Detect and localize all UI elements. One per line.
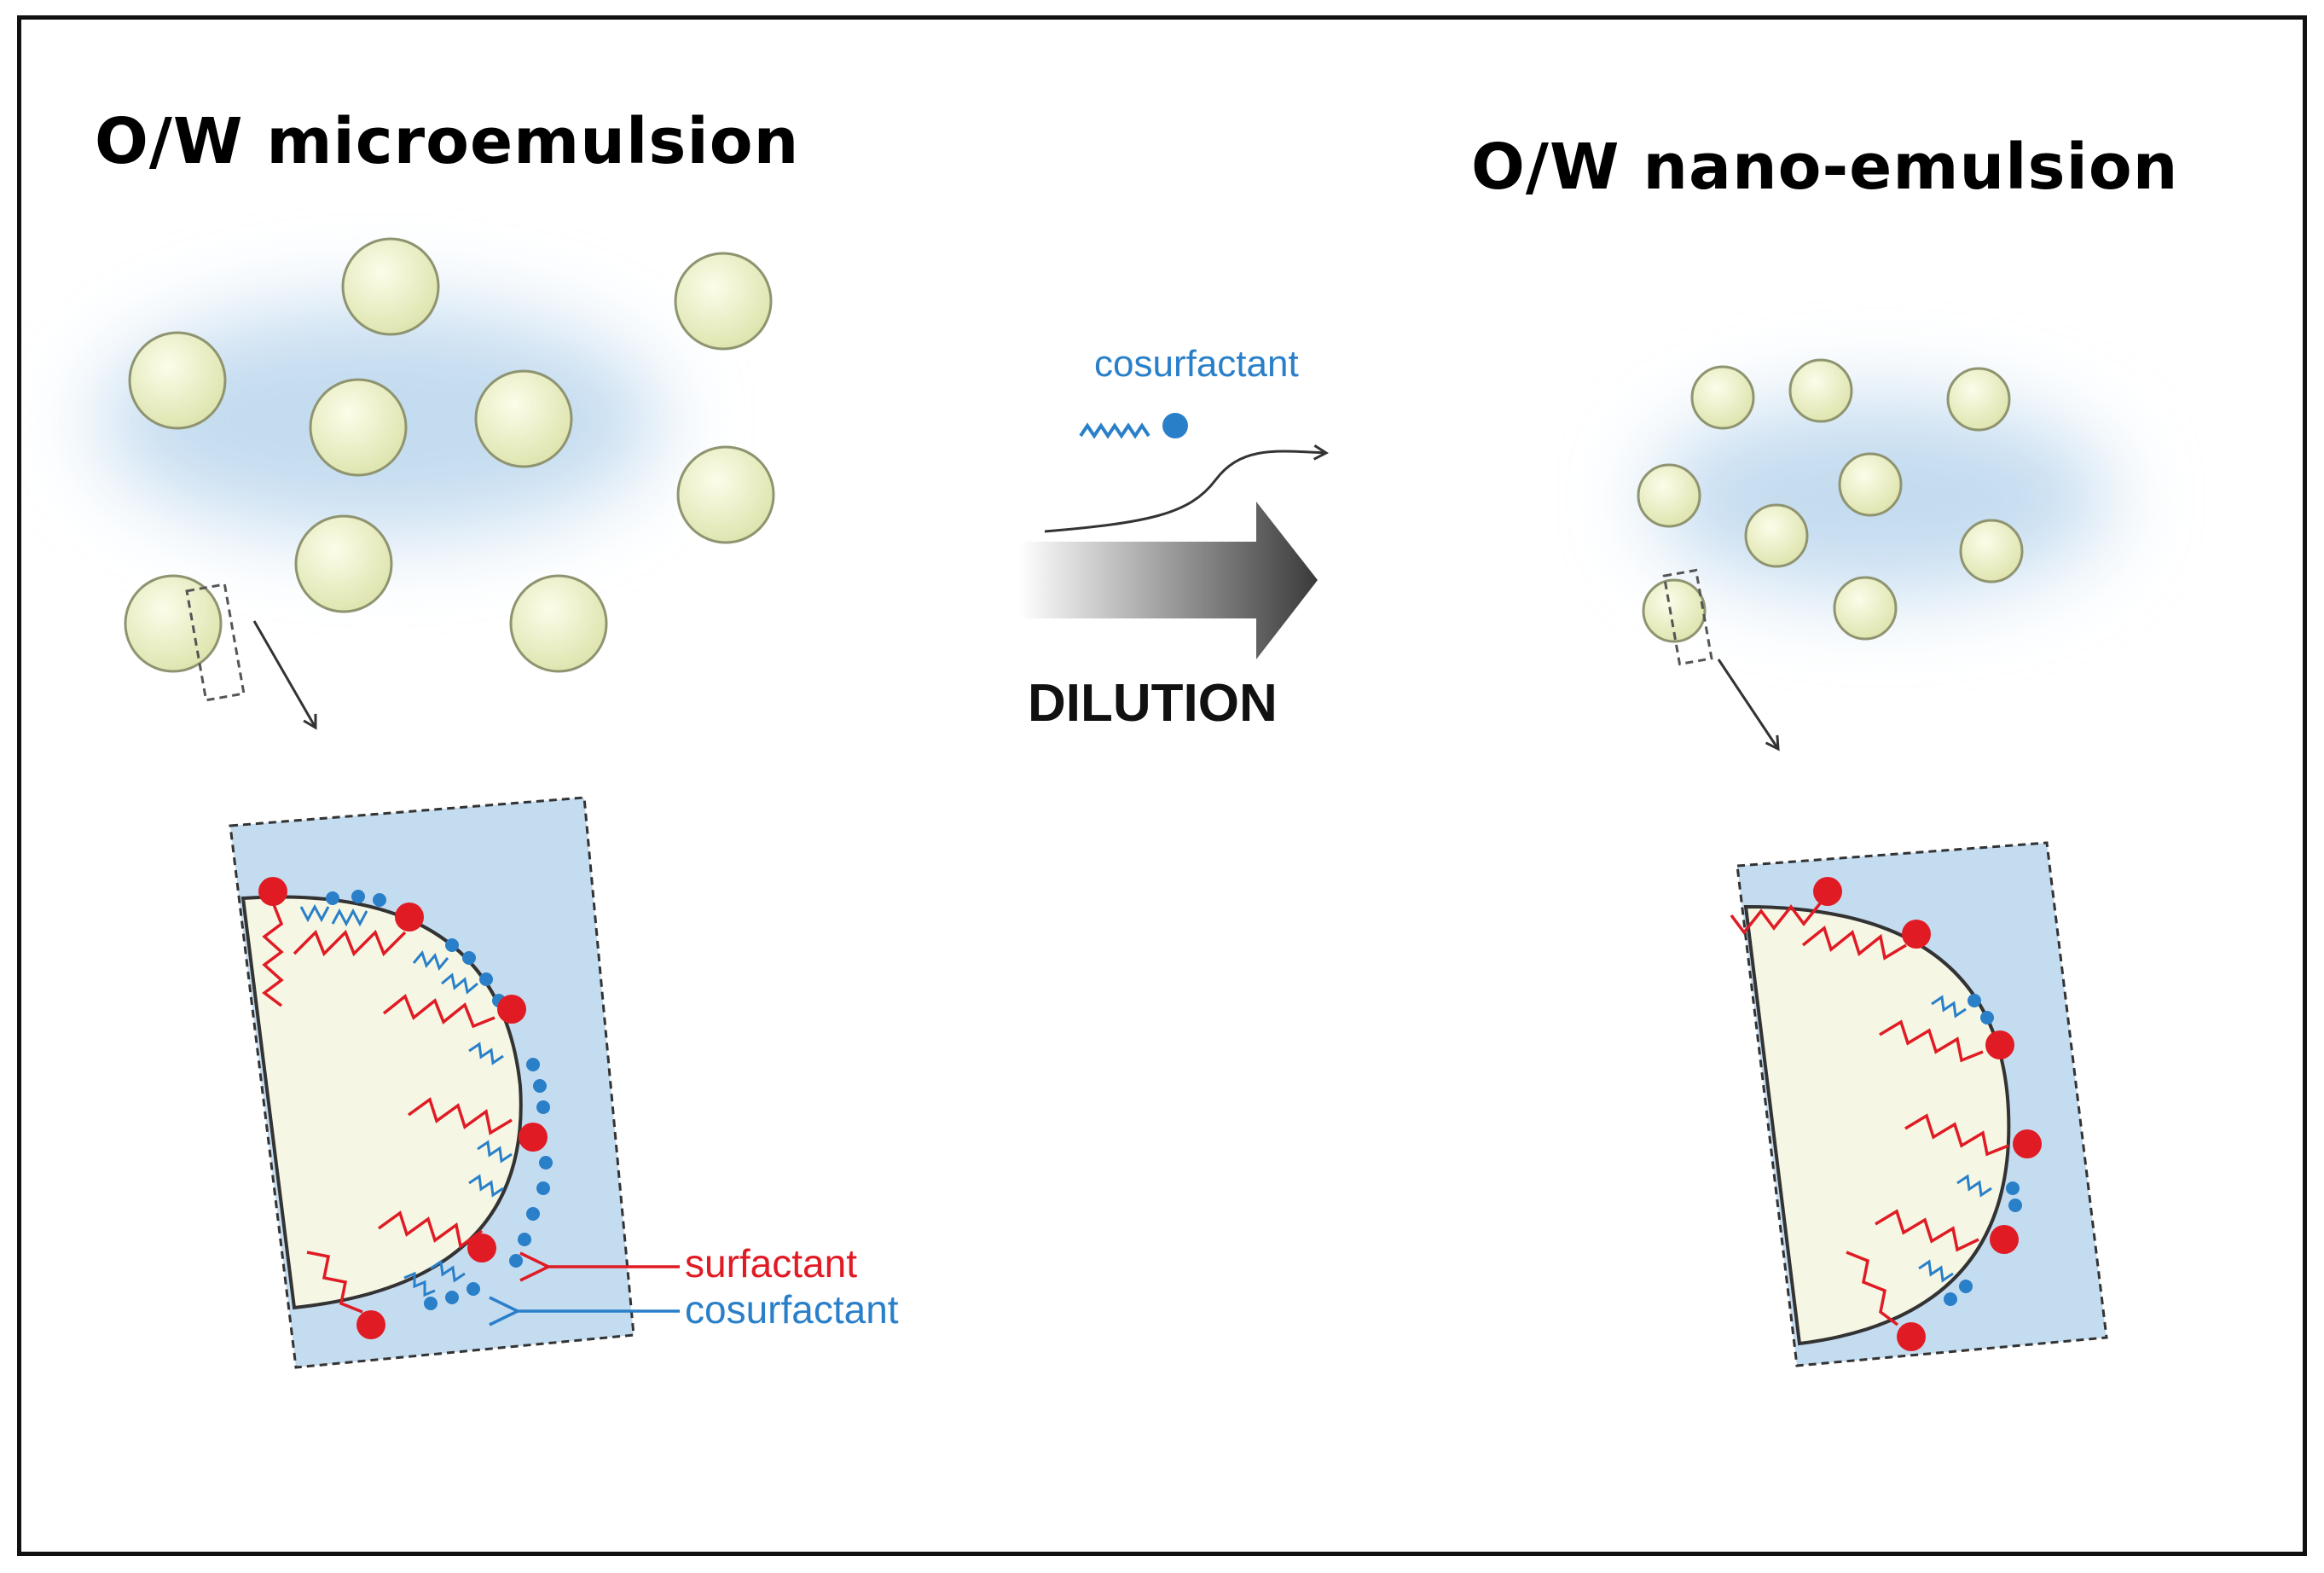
oil-droplet [674, 252, 773, 351]
oil-droplet [294, 514, 393, 613]
oil-droplet [1744, 503, 1809, 568]
oil-droplet [124, 574, 223, 673]
cosurfactant-heads [1944, 994, 2022, 1306]
oil-droplet [1637, 463, 1701, 528]
microemulsion-droplets [98, 237, 775, 730]
surfactant-tails [1730, 901, 2009, 1326]
cosurfactant-molecule-head [1162, 413, 1188, 438]
figure-frame: O/W microemulsion O/W nano-emulsion [17, 15, 2307, 1556]
oil-droplet [1788, 358, 1853, 423]
microemulsion-title: O/W microemulsion [95, 105, 800, 178]
surfactant-legend-label: surfactant [685, 1241, 857, 1286]
surfactant-heads [258, 877, 548, 1339]
dilution-label: DILUTION [1028, 674, 1278, 733]
zoom-arrow [252, 620, 317, 730]
release-arrow [1044, 444, 1330, 533]
oil-droplet [341, 237, 440, 336]
oil-core [241, 895, 523, 1310]
nano-emulsion-title: O/W nano-emulsion [1471, 131, 2179, 204]
oil-droplet [1690, 365, 1755, 430]
oil-droplet [1642, 578, 1707, 643]
dilution-arrow [1019, 502, 1318, 659]
zoom-box-small [1662, 568, 1713, 666]
zoom-arrow [1717, 659, 1780, 752]
microemulsion-interface-zoom: surfactant cosurfactant [229, 796, 899, 1369]
oil-droplet [1946, 367, 2011, 432]
released-cosurfactant-label: cosurfactant [1094, 343, 1299, 385]
dilution-process: cosurfactant DILUTION [1019, 343, 1330, 733]
oil-droplet [676, 445, 775, 544]
oil-droplet [1838, 452, 1903, 517]
oil-droplet [1833, 576, 1898, 641]
oil-droplet [509, 574, 608, 673]
cosurfactant-tails [299, 903, 513, 1297]
cosurfactant-molecule-tail [1079, 422, 1150, 439]
oil-droplet [474, 369, 573, 468]
zoom-box-small [185, 583, 246, 702]
nano-emulsion-interface-zoom [1730, 841, 2108, 1367]
oil-droplet [128, 331, 227, 430]
surfactant-tails [262, 902, 513, 1314]
nano-emulsion-droplets [1637, 358, 2111, 752]
diagram-canvas: surfactant cosurfactant cosurfactant DIL… [98, 237, 2111, 1369]
cosurfactant-legend-label: cosurfactant [685, 1287, 899, 1332]
oil-droplet [1959, 519, 2024, 583]
oil-droplet [309, 378, 408, 477]
cosurfactant-heads [326, 890, 553, 1310]
cosurfactant-tails [1918, 995, 1992, 1283]
surfactant-heads [1813, 877, 2042, 1351]
